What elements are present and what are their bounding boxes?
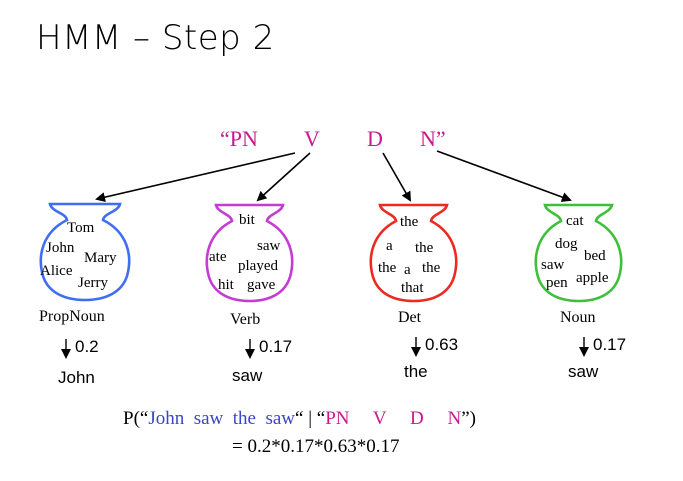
tag-v: V bbox=[304, 126, 320, 151]
pot-det bbox=[369, 203, 458, 303]
pot-label-verb: Verb bbox=[230, 311, 261, 328]
pot-word: dog bbox=[555, 236, 578, 252]
pot-word: cat bbox=[566, 213, 584, 229]
arrow-to-det bbox=[382, 152, 411, 202]
slide-title: HMM – Step 2 bbox=[36, 18, 275, 58]
arrow-to-propnoun bbox=[95, 152, 296, 203]
pot-label-det: Det bbox=[398, 309, 422, 326]
emit-prob-propnoun: 0.2 bbox=[75, 337, 99, 356]
emitted-word-propnoun: John bbox=[58, 368, 95, 387]
pot-word: John bbox=[46, 240, 75, 256]
emit-prob-det: 0.63 bbox=[425, 335, 459, 354]
pot-word: Mary bbox=[84, 250, 117, 266]
formula-prefix: P(“ bbox=[123, 408, 149, 429]
pot-word: ate bbox=[209, 249, 227, 265]
emitted-word-det: the bbox=[404, 362, 428, 381]
pot-label-noun: Noun bbox=[560, 309, 596, 326]
emit-prob-noun: 0.17 bbox=[593, 335, 627, 354]
arrow-to-verb bbox=[256, 152, 311, 202]
emitted-word-noun: saw bbox=[568, 362, 599, 381]
pot-word: the bbox=[378, 260, 397, 276]
emit-prob-verb: 0.17 bbox=[259, 337, 293, 356]
pot-word: Jerry bbox=[78, 275, 108, 291]
emitted-word-verb: saw bbox=[232, 366, 263, 385]
pot-word: bit bbox=[239, 212, 255, 228]
pot-word: pen bbox=[546, 275, 568, 291]
pot-noun bbox=[534, 203, 623, 303]
pot-word: hit bbox=[218, 277, 234, 293]
arrow-to-noun bbox=[436, 150, 572, 202]
pot-word: apple bbox=[576, 270, 609, 286]
pot-word: gave bbox=[247, 277, 276, 293]
probability-formula: P(“John saw the saw“ | “PN V D N”) bbox=[123, 408, 476, 430]
pot-word: Alice bbox=[40, 263, 73, 279]
pot-word: bed bbox=[584, 248, 606, 264]
pot-word: Tom bbox=[67, 220, 95, 236]
pot-word: saw bbox=[541, 257, 565, 273]
pot-word: played bbox=[238, 258, 278, 274]
pot-propnoun bbox=[39, 202, 131, 302]
formula-tags: PN V D N bbox=[325, 408, 462, 429]
pot-word: the bbox=[400, 214, 419, 230]
formula-sentence: John saw the saw bbox=[148, 408, 296, 429]
tag-d: D bbox=[367, 126, 383, 151]
pot-word: saw bbox=[257, 238, 281, 254]
formula-suffix: ”) bbox=[461, 408, 476, 429]
formula-result: = 0.2*0.17*0.63*0.17 bbox=[232, 436, 400, 457]
pot-label-propnoun: PropNoun bbox=[39, 308, 105, 325]
pot-word: the bbox=[422, 260, 441, 276]
pot-word: a bbox=[386, 238, 393, 254]
pot-verb bbox=[205, 203, 294, 303]
tag-n: N” bbox=[420, 126, 446, 151]
pot-word: that bbox=[401, 280, 424, 296]
tag-pn: “PN bbox=[220, 126, 258, 151]
formula-separator: “ | “ bbox=[295, 408, 326, 429]
pot-word: a bbox=[404, 262, 411, 278]
pot-word: the bbox=[415, 240, 434, 256]
